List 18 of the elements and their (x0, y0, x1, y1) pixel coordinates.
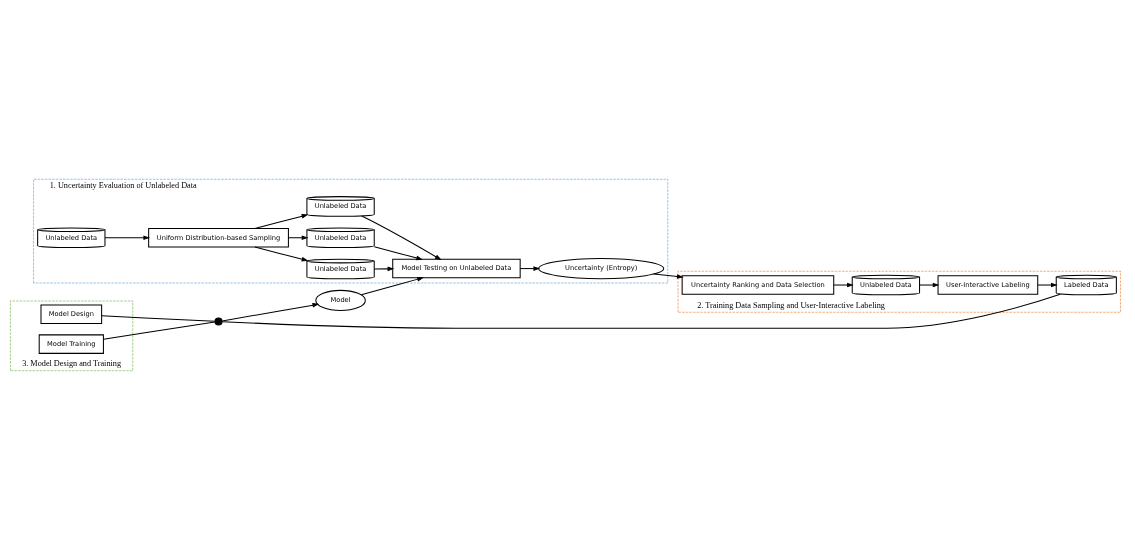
arrow (254, 213, 309, 229)
arrow (373, 266, 395, 271)
arrow (360, 276, 424, 295)
arrow (373, 245, 423, 260)
arrow (288, 234, 309, 240)
connector (103, 320, 216, 340)
arrow (254, 246, 309, 261)
arrow (653, 273, 684, 279)
node-circle (214, 316, 223, 326)
arrow (919, 282, 940, 287)
arrow (361, 215, 442, 260)
arrow (104, 234, 151, 240)
arrow (833, 282, 854, 287)
arrow (221, 302, 320, 321)
connector (101, 314, 216, 322)
arrow (1037, 282, 1058, 287)
connector (221, 293, 1061, 329)
arrow (519, 265, 541, 271)
